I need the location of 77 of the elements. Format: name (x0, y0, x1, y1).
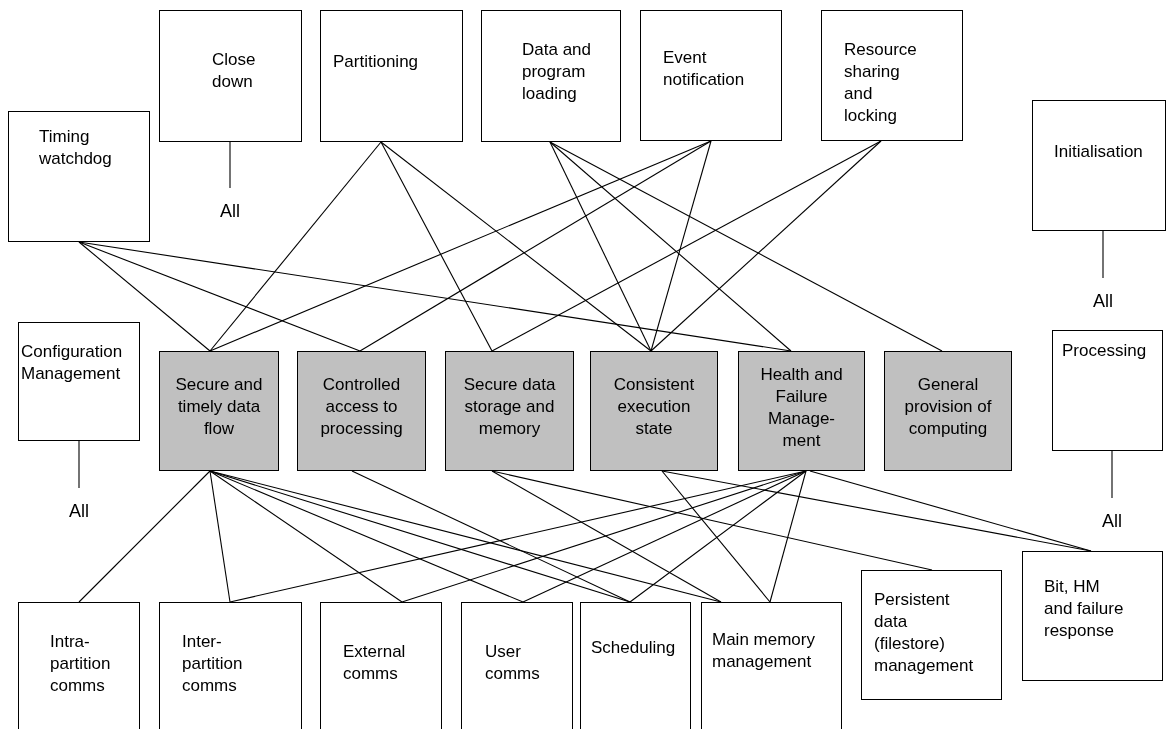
box-label: User comms (485, 641, 541, 685)
connector-line (78, 241, 361, 352)
box-label: Data and program loading (522, 39, 592, 105)
function-box (297, 351, 426, 471)
service-box (159, 10, 302, 142)
function-box (738, 351, 865, 471)
box-label: Timing watchdog (39, 126, 113, 170)
connector-line (629, 470, 807, 603)
box-label: Persistent data (filestore) management (874, 589, 975, 677)
connector-line (380, 141, 652, 352)
connector-line (491, 470, 722, 603)
connector-line (650, 140, 712, 352)
connector-line (1102, 230, 1104, 279)
connector-line (229, 141, 231, 189)
connector-line (809, 470, 1092, 552)
connector-line (209, 470, 524, 603)
service-box (861, 570, 1002, 700)
service-box (821, 10, 963, 141)
connector-line (549, 141, 792, 352)
box-label: External comms (343, 641, 407, 685)
connector-line (209, 140, 712, 352)
service-box (701, 602, 842, 729)
service-box (18, 602, 140, 729)
box-label: Health and Failure Manage-ment (759, 364, 844, 452)
connector-line (209, 141, 382, 352)
connector-line (522, 470, 807, 603)
box-label: Processing (1062, 340, 1148, 362)
connector-line (380, 141, 493, 352)
box-label: Intra-partition comms (50, 631, 112, 697)
connector-line (359, 140, 712, 352)
box-label: Scheduling (591, 637, 677, 659)
box-label: Event notification (663, 47, 746, 91)
connector-line (1111, 450, 1113, 499)
service-box (1052, 330, 1163, 451)
function-box (159, 351, 279, 471)
connector-line (549, 141, 652, 352)
box-label: Inter-partition comms (182, 631, 244, 697)
box-label: Close down (212, 49, 257, 93)
connector-line (351, 470, 631, 603)
service-box (461, 602, 573, 729)
box-label: Resource sharing and locking (844, 39, 918, 127)
service-box (580, 602, 691, 729)
service-box (320, 10, 463, 142)
box-label: Partitioning (333, 51, 420, 73)
text-label: All (220, 200, 240, 222)
connector-line (209, 470, 403, 603)
connector-line (78, 440, 80, 489)
connector-line (549, 141, 943, 352)
service-box (640, 10, 782, 141)
function-box (445, 351, 574, 471)
text-label: All (69, 500, 89, 522)
service-box (8, 111, 150, 242)
box-label: Configuration Management (21, 341, 124, 385)
box-label: Secure and timely data flow (174, 374, 264, 440)
box-label: General provision of computing (903, 374, 993, 440)
box-label: Consistent execution state (612, 374, 696, 440)
connector-line (769, 470, 807, 603)
service-box (159, 602, 302, 729)
text-label: All (1093, 290, 1113, 312)
connector-line (650, 140, 882, 352)
connector-line (661, 470, 771, 603)
text-label: All (1102, 510, 1122, 532)
service-box (1022, 551, 1163, 681)
box-label: Main memory management (712, 629, 816, 673)
service-box (320, 602, 442, 729)
function-box (590, 351, 718, 471)
function-box (884, 351, 1012, 471)
box-label: Secure data storage and memory (462, 374, 557, 440)
connector-line (78, 241, 211, 352)
box-label: Controlled access to processing (319, 374, 404, 440)
box-label: Initialisation (1054, 141, 1144, 163)
box-label: Bit, HM and failure response (1044, 576, 1125, 642)
service-box (1032, 100, 1166, 231)
service-box (18, 322, 140, 441)
connector-line (78, 470, 211, 603)
service-box (481, 10, 621, 142)
connector-line (209, 470, 231, 603)
